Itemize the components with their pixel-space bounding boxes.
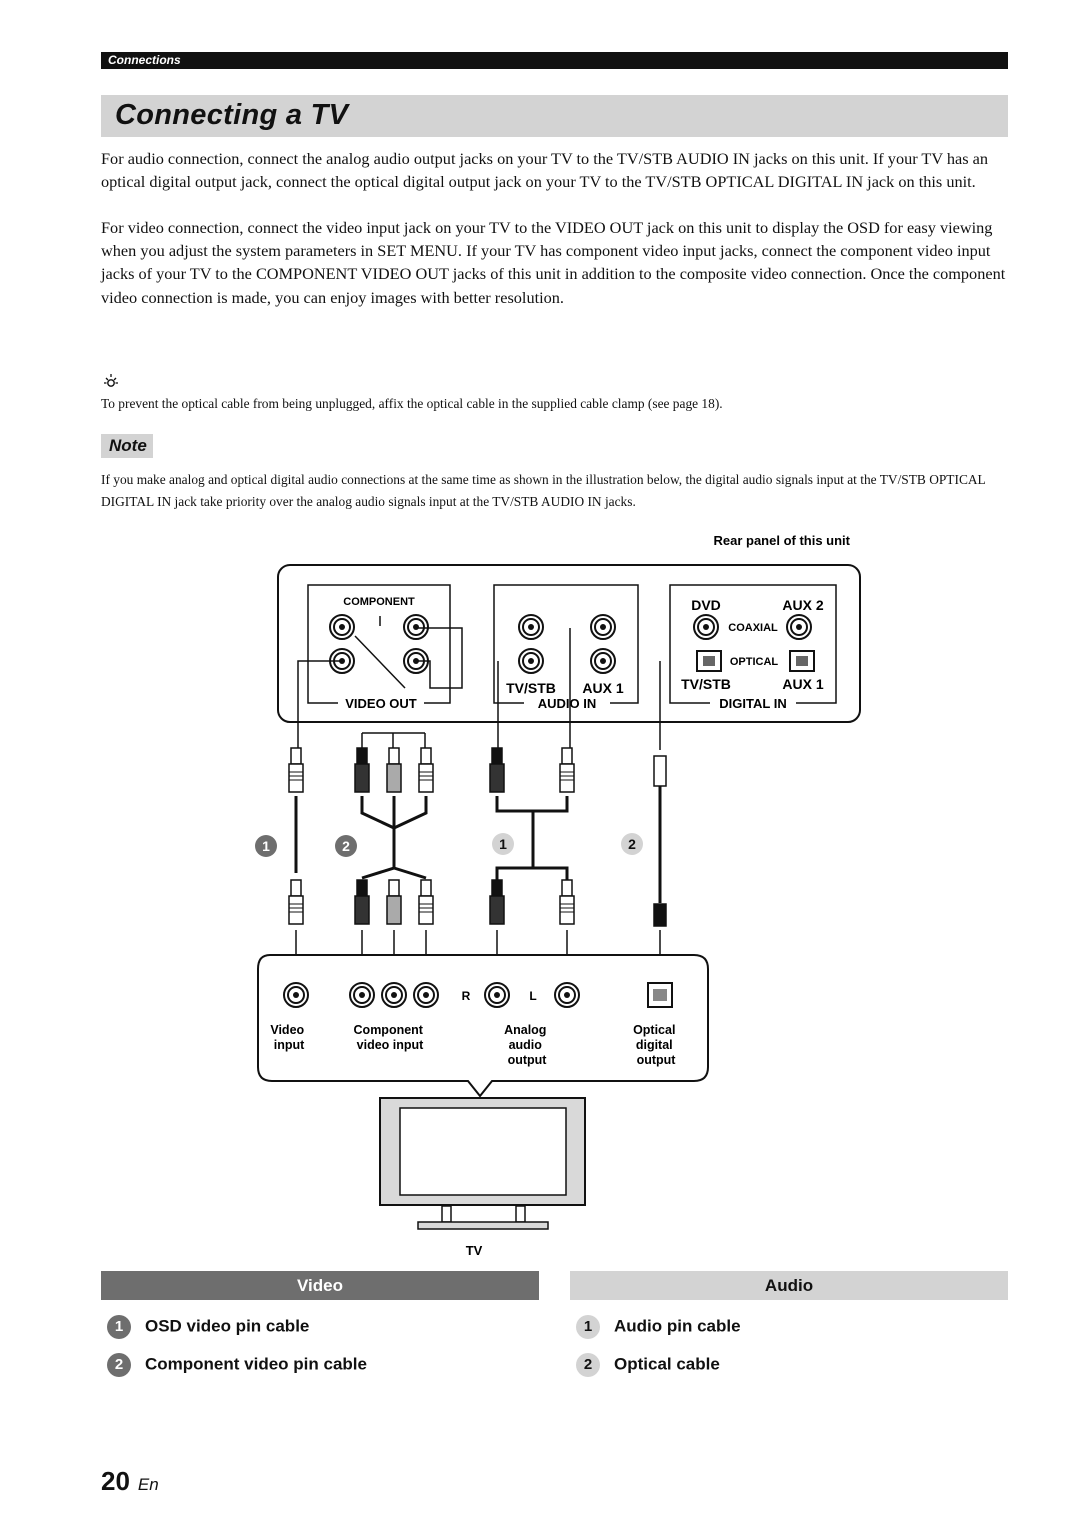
legend-label: OSD video pin cable	[145, 1316, 310, 1336]
tv-l-label: L	[529, 989, 536, 1003]
tip-text: To prevent the optical cable from being …	[101, 396, 723, 411]
tv-illustration	[379, 1097, 586, 1230]
marker-2-audio: 2	[621, 833, 643, 855]
component-plug	[386, 879, 402, 925]
audio-in-label: AUDIO IN	[538, 696, 597, 711]
component-jack	[403, 614, 429, 640]
video-connection-paragraph: For video connection, connect the video …	[101, 218, 1006, 307]
optical-label: OPTICAL	[730, 656, 779, 668]
coaxial-jack	[693, 614, 719, 640]
video-out-label: VIDEO OUT	[345, 696, 417, 711]
marker-2-video: 2	[335, 835, 357, 857]
aux2-label: AUX 2	[782, 597, 823, 613]
legend-number: 2	[107, 1353, 131, 1377]
tv-r-label: R	[462, 989, 471, 1003]
audio-connection-paragraph: For audio connection, connect the analog…	[101, 149, 989, 192]
component-jack	[329, 614, 355, 640]
dvd-label: DVD	[691, 597, 721, 613]
component-plug	[354, 747, 370, 793]
note-label: Note	[109, 436, 147, 455]
video-legend-title: Video	[297, 1276, 343, 1295]
aux1-digital-label: AUX 1	[782, 676, 823, 692]
legend-optical-cable: 2 Optical cable	[576, 1353, 720, 1379]
page-number: 20 En	[101, 1466, 159, 1497]
audio-plug	[559, 879, 575, 925]
page-title: Connecting a TV	[115, 99, 349, 131]
rear-panel-label: Rear panel of this unit	[713, 533, 850, 548]
audio-plug	[559, 747, 575, 793]
video-plug	[288, 879, 304, 925]
component-plug	[354, 879, 370, 925]
component-video-input-label: Component video input	[354, 1023, 427, 1052]
marker-1-video: 1	[255, 835, 277, 857]
audio-in-jack-r	[518, 648, 544, 674]
svg-text:1: 1	[499, 836, 507, 852]
legend-label: Component video pin cable	[145, 1354, 367, 1374]
video-plug	[288, 747, 304, 793]
svg-text:1: 1	[262, 838, 270, 854]
legend-label: Optical cable	[614, 1354, 720, 1374]
audio-plug	[489, 879, 505, 925]
tv-audio-output-jack-l	[554, 982, 580, 1008]
section-header-bar: Connections	[101, 52, 1008, 69]
connection-diagram: Rear panel of this unit COMPONENT VIDEO …	[255, 533, 861, 1258]
svg-text:2: 2	[342, 838, 350, 854]
tv-audio-output-jack-r	[484, 982, 510, 1008]
tv-component-input-jack	[381, 982, 407, 1008]
component-plug	[418, 879, 434, 925]
svg-text:2: 2	[628, 836, 636, 852]
component-plug	[418, 747, 434, 793]
page-number-value: 20	[101, 1466, 130, 1496]
legend-osd-video-pin-cable: 1 OSD video pin cable	[107, 1315, 309, 1341]
audio-jack	[518, 614, 544, 640]
lightbulb-icon	[104, 374, 118, 387]
tv-component-input-jack	[413, 982, 439, 1008]
legend-audio-pin-cable: 1 Audio pin cable	[576, 1315, 741, 1341]
tvstb-audio-label: TV/STB	[506, 680, 556, 696]
audio-jack	[590, 614, 616, 640]
component-label: COMPONENT	[343, 596, 415, 608]
analog-audio-output-label: Analog audio output	[504, 1023, 550, 1067]
note-label-box: Note	[101, 434, 153, 458]
legend-number: 1	[576, 1315, 600, 1339]
tv-video-input-jack	[283, 982, 309, 1008]
video-legend-header: Video	[101, 1271, 539, 1300]
coaxial-label: COAXIAL	[728, 622, 778, 634]
coaxial-jack	[786, 614, 812, 640]
aux1-audio-label: AUX 1	[582, 680, 623, 696]
audio-legend-title: Audio	[764, 1276, 814, 1295]
title-bar: Connecting a TV	[101, 95, 1008, 137]
section-label: Connections	[108, 53, 181, 67]
legend-number: 2	[576, 1353, 600, 1377]
optical-plug	[653, 755, 667, 787]
legend-component-video-pin-cable: 2 Component video pin cable	[107, 1353, 367, 1379]
optical-plug	[653, 903, 667, 927]
tvstb-digital-label: TV/STB	[681, 676, 731, 692]
component-plug	[386, 747, 402, 793]
tv-component-input-jack	[349, 982, 375, 1008]
legend-label: Audio pin cable	[614, 1316, 741, 1336]
page-language: En	[137, 1475, 159, 1494]
tv-label: TV	[466, 1243, 483, 1258]
note-text: If you make analog and optical digital a…	[101, 472, 986, 509]
legend-number: 1	[107, 1315, 131, 1339]
optical-digital-output-label: Optical digital output	[633, 1023, 679, 1067]
video-input-label: Video input	[270, 1023, 307, 1052]
audio-in-jack-l	[590, 648, 616, 674]
marker-1-audio: 1	[492, 833, 514, 855]
digital-in-label: DIGITAL IN	[719, 696, 786, 711]
audio-plug	[489, 747, 505, 793]
audio-legend-header: Audio	[570, 1271, 1008, 1300]
